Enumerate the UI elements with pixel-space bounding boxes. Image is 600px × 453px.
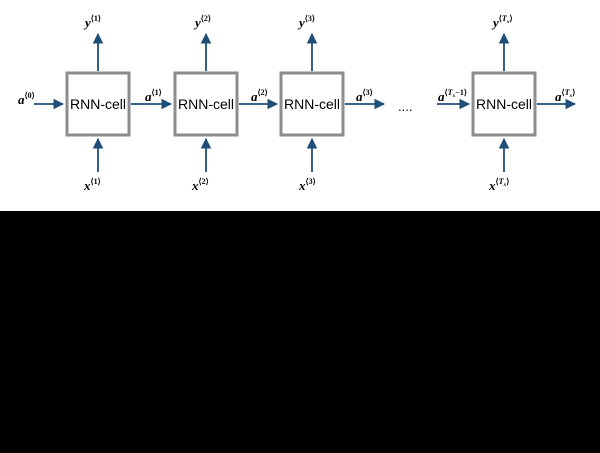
rnn-cell-last-box bbox=[471, 71, 537, 137]
rnn-cell-2-label: RNN-cell bbox=[178, 96, 234, 112]
input-label-x2: x⟨2⟩ bbox=[191, 177, 209, 193]
output-label-yTx: y⟨Tx⟩ bbox=[491, 14, 513, 30]
input-label-xTx: x⟨Tx⟩ bbox=[488, 177, 509, 193]
hidden-label-a3: a⟨3⟩ bbox=[356, 88, 373, 104]
hidden-label-aTx-1: a⟨Tx−1⟩ bbox=[438, 88, 467, 104]
rnn-cell-3-box bbox=[279, 71, 345, 137]
sequence-ellipsis: .... bbox=[398, 99, 412, 114]
input-label-x1: x⟨1⟩ bbox=[83, 177, 101, 193]
output-label-y1: y⟨1⟩ bbox=[83, 14, 101, 30]
rnn-cell-1-box bbox=[65, 71, 131, 137]
rnn-cell-3-label: RNN-cell bbox=[284, 96, 340, 112]
output-label-y2: y⟨2⟩ bbox=[193, 14, 211, 30]
rnn-cell-3: RNN-cell x⟨3⟩ y⟨3⟩ bbox=[279, 14, 345, 193]
rnn-cell-last-label: RNN-cell bbox=[476, 96, 532, 112]
input-label-x3: x⟨3⟩ bbox=[298, 177, 316, 193]
hidden-label-a2: a⟨2⟩ bbox=[251, 88, 268, 104]
hidden-label-a0: a⟨0⟩ bbox=[18, 91, 35, 107]
hidden-label-aTx: a⟨Tx⟩ bbox=[555, 88, 575, 104]
rnn-cell-2-box bbox=[173, 71, 239, 137]
empty-black-area bbox=[0, 211, 600, 453]
rnn-cell-1-label: RNN-cell bbox=[70, 96, 126, 112]
output-label-y3: y⟨3⟩ bbox=[297, 14, 315, 30]
rnn-diagram-svg: RNN-cell x⟨1⟩ y⟨1⟩ RNN-cell x⟨2⟩ bbox=[18, 14, 577, 193]
hidden-label-a1: a⟨1⟩ bbox=[145, 88, 162, 104]
rnn-cell-2: RNN-cell x⟨2⟩ y⟨2⟩ bbox=[173, 14, 239, 193]
rnn-cell-last: RNN-cell x⟨Tx⟩ y⟨Tx⟩ bbox=[471, 14, 537, 193]
rnn-unrolled-diagram: RNN-cell x⟨1⟩ y⟨1⟩ RNN-cell x⟨2⟩ bbox=[0, 0, 600, 211]
rnn-cell-1: RNN-cell x⟨1⟩ y⟨1⟩ bbox=[65, 14, 131, 193]
